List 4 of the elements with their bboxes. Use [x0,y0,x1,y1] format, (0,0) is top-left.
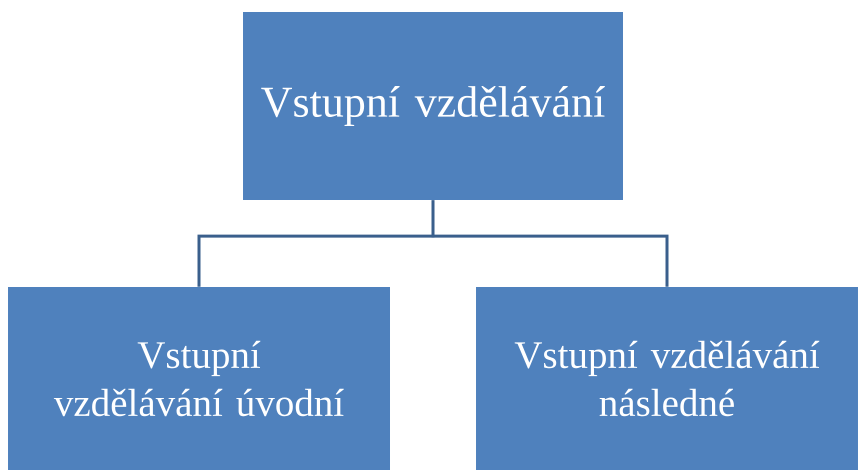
connector-line [432,200,668,287]
process-box: Vstupní vzdělávání úvodní [8,286,390,470]
process-box: Vstupní vzdělávání [243,12,623,200]
process-box: Vstupní vzdělávání následné [476,286,858,470]
